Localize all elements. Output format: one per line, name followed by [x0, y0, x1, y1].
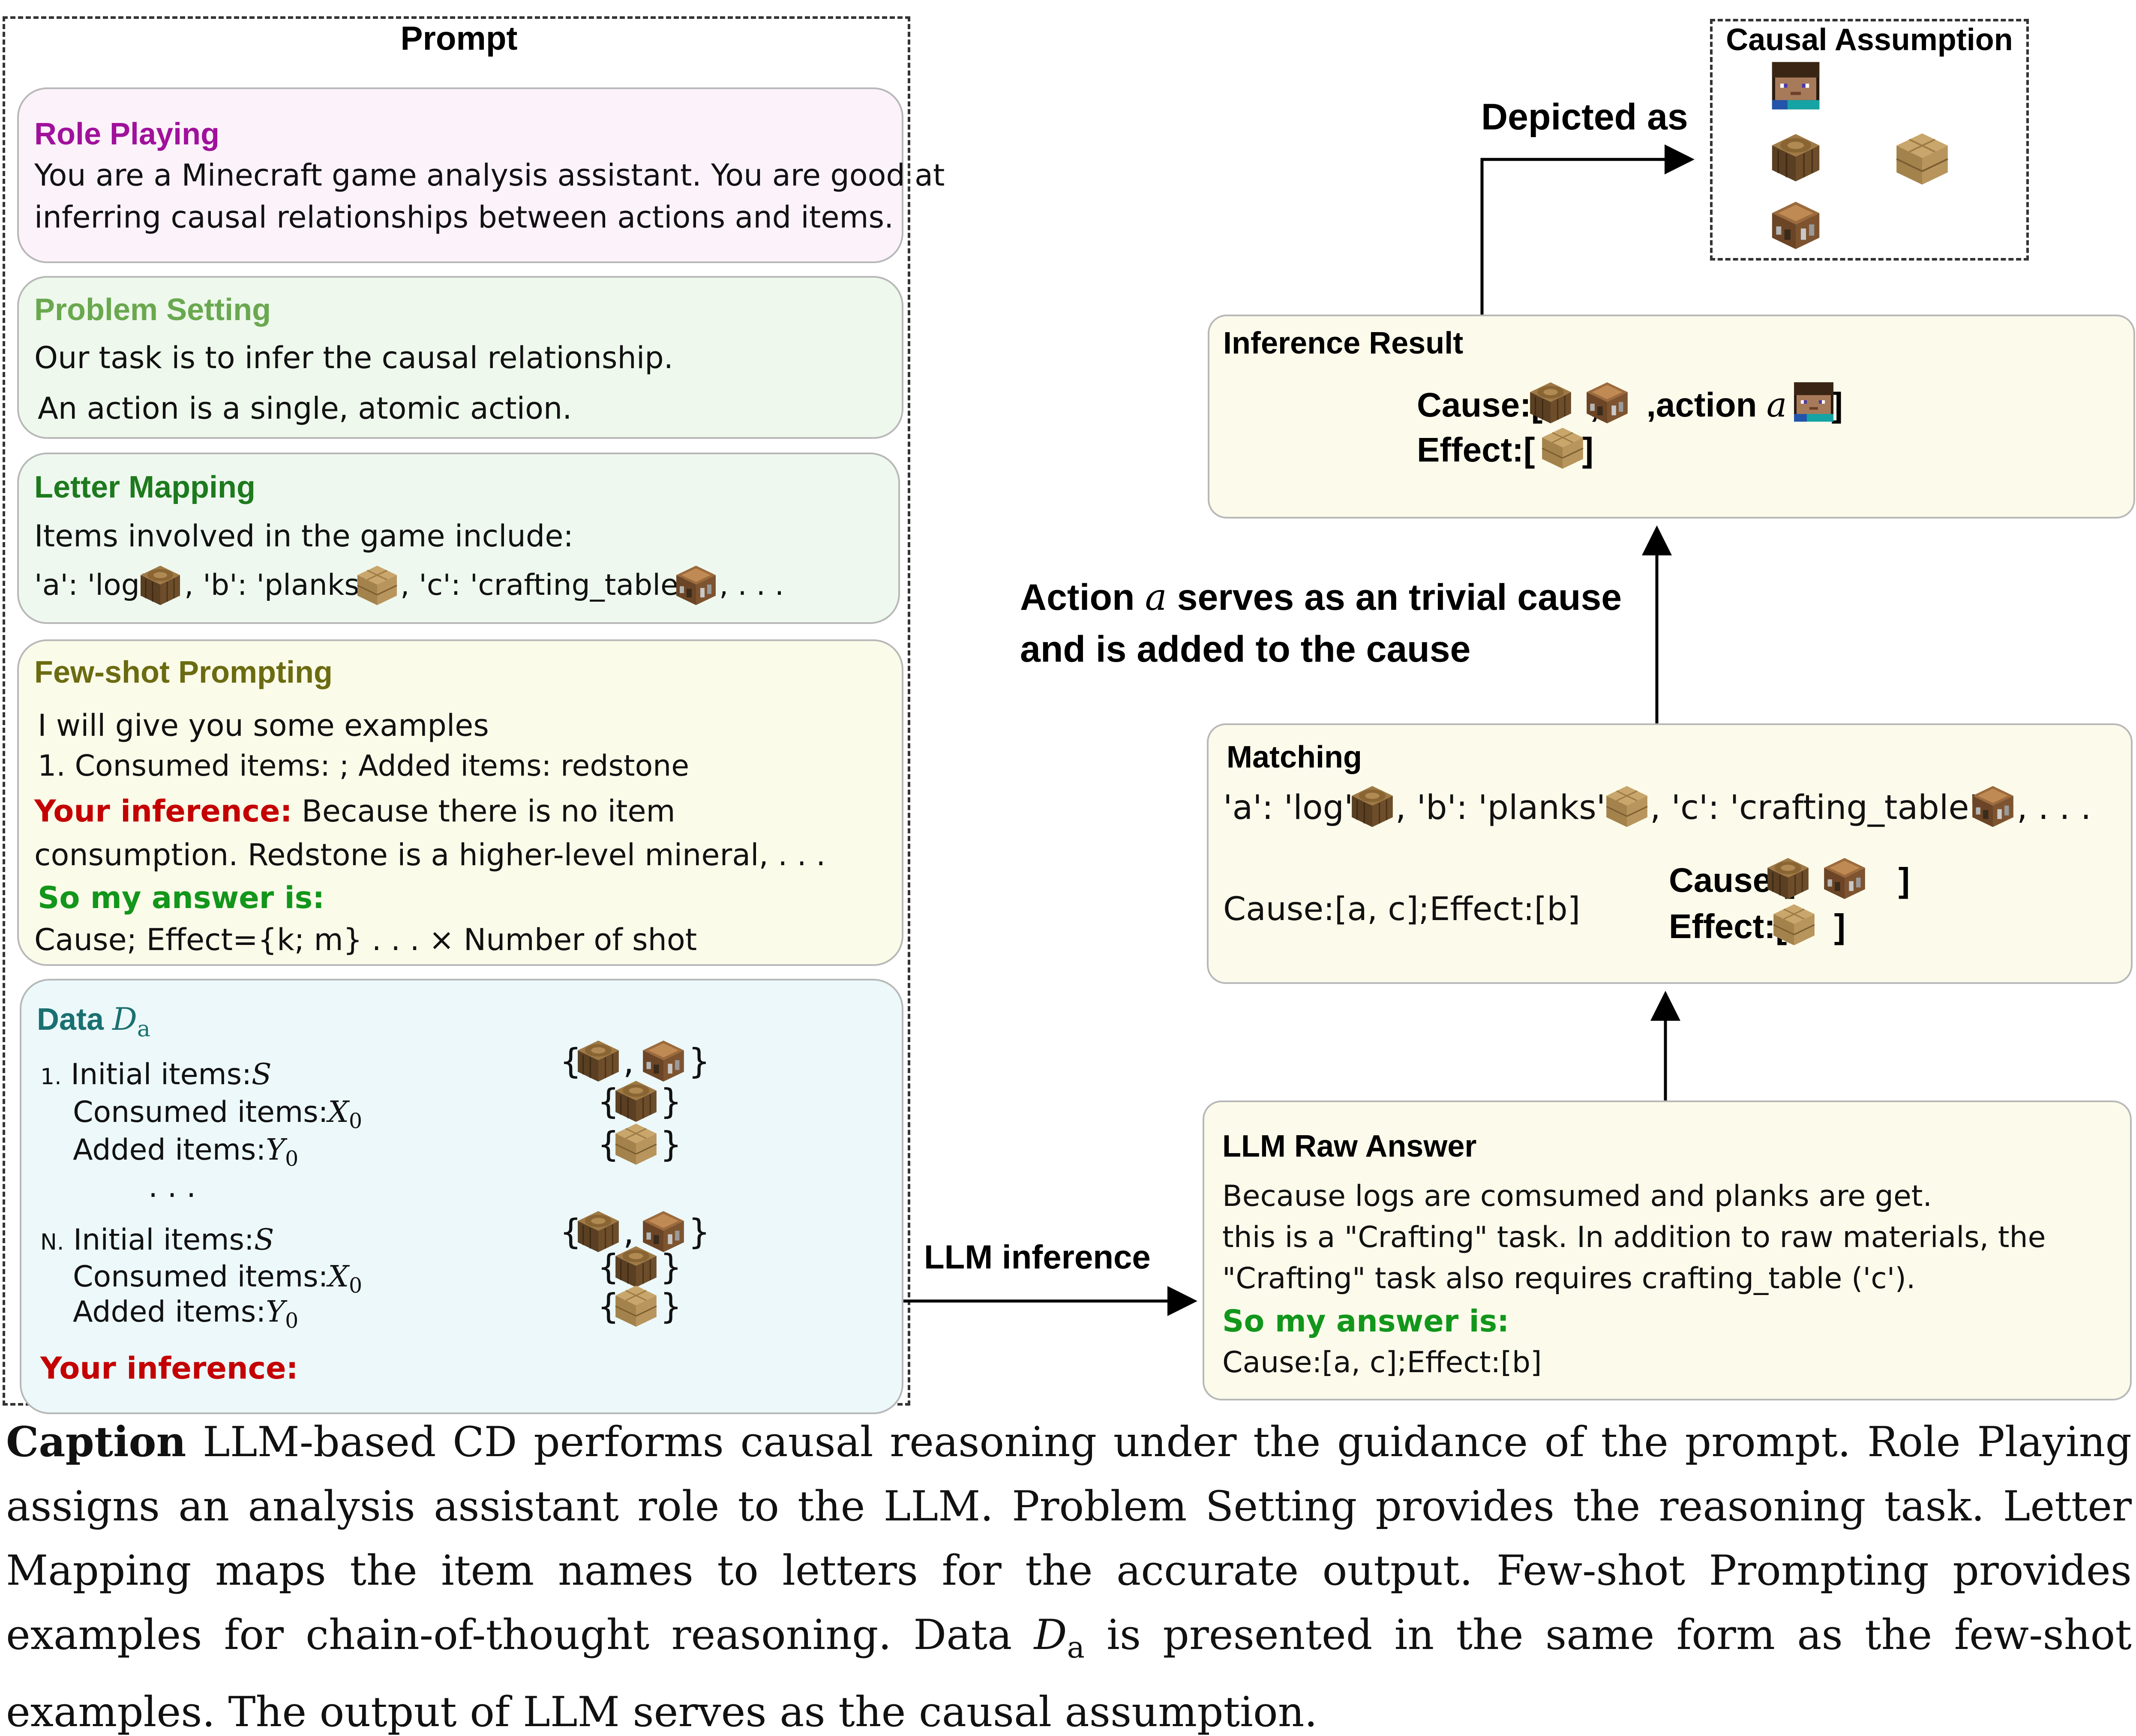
problem-setting-line-1: Our task is to infer the causal relation… [34, 340, 673, 375]
letter-mapping-box: Letter Mapping Items involved in the gam… [17, 453, 900, 624]
steve-icon [1770, 60, 1821, 111]
few-shot-line-3: Your inference: Because there is no item [34, 794, 675, 829]
matching-map-a: 'a': 'log' [1223, 789, 1353, 827]
letter-mapping-b: , 'b': 'planks' [184, 568, 368, 602]
role-playing-line-2: inferring causal relationships between a… [34, 200, 894, 235]
letter-mapping-a: 'a': 'log' [34, 568, 148, 602]
matching-map-c: , 'c': 'crafting_table' [1650, 789, 1978, 827]
data-heading: Data Da [37, 1001, 150, 1042]
letter-mapping-line-1: Items involved in the game include: [34, 519, 573, 554]
set-brace-close: } [660, 1124, 682, 1164]
causal-assumption-box: Causal Assumption [1710, 19, 2029, 261]
raw-answer-heading: LLM Raw Answer [1222, 1129, 1477, 1163]
set-brace-close: } [660, 1286, 682, 1326]
log-icon [1766, 856, 1810, 901]
few-shot-box: Few-shot Prompting I will give you some … [17, 639, 903, 966]
inference-effect: Effect:[] [1417, 431, 1594, 469]
letter-mapping-c: , 'c': 'crafting_table' [400, 568, 687, 602]
set-brace-close: } [688, 1041, 710, 1081]
depicted-as-label: Depicted as [1481, 96, 1688, 138]
crafting-table-icon [1971, 784, 2015, 829]
set-comma: , [623, 1212, 634, 1252]
log-icon [1528, 381, 1573, 425]
few-shot-inference-label: Your inference: [34, 794, 292, 829]
caption-text-1: LLM-based CD performs causal reasoning u… [6, 1418, 2132, 1659]
raw-answer-line-3: "Crafting" task also requires crafting_t… [1222, 1262, 1916, 1295]
letter-mapping-ellipsis: , . . . [719, 568, 784, 602]
data-example-n-consumed: Consumed items:X0 [73, 1260, 363, 1298]
llm-inference-label: LLM inference [924, 1238, 1151, 1276]
inference-cause: Cause:[,,action a] [1417, 385, 1843, 425]
raw-answer-line-1: Because logs are comsumed and planks are… [1222, 1179, 1932, 1213]
data-example-1-added: Added items:Y0 [73, 1133, 299, 1171]
problem-setting-heading: Problem Setting [34, 293, 271, 327]
log-icon [1770, 132, 1821, 183]
data-example-n-initial: N. Initial items:S [40, 1223, 274, 1257]
few-shot-heading: Few-shot Prompting [34, 655, 333, 690]
prompt-title: Prompt [400, 19, 518, 57]
steve-icon [1792, 381, 1835, 423]
role-playing-box: Role Playing You are a Minecraft game an… [17, 87, 945, 263]
role-playing-line-1: You are a Minecraft game analysis assist… [34, 158, 945, 193]
planks-icon [1605, 784, 1649, 829]
planks-icon [1894, 131, 1950, 187]
data-example-1-consumed: Consumed items:X0 [73, 1095, 363, 1133]
crafting-table-icon [1822, 856, 1867, 901]
caption-label: Caption [6, 1418, 186, 1466]
action-note-line-2: and is added to the cause [1020, 629, 1471, 670]
few-shot-line-6: Cause; Effect={k; m} . . . × Number of s… [34, 922, 697, 957]
planks-icon [1540, 426, 1585, 471]
set-brace-close: } [688, 1212, 710, 1252]
few-shot-line-2: 1. Consumed items: ; Added items: redsto… [38, 749, 690, 783]
matching-box: Matching 'a': 'log' , 'b': 'planks' , 'c… [1207, 723, 2133, 984]
raw-answer-answer-label: So my answer is: [1222, 1304, 1509, 1339]
crafting-table-icon [1585, 381, 1629, 425]
matching-map-b: , 'b': 'planks' [1395, 789, 1606, 827]
few-shot-line-1: I will give you some examples [38, 708, 489, 743]
crafting-table-icon [1770, 200, 1821, 251]
few-shot-answer-label: So my answer is: [38, 880, 325, 915]
prompt-panel: Prompt Role Playing You are a Minecraft … [3, 16, 945, 1414]
data-example-1-initial: 1. Initial items:S [40, 1058, 272, 1091]
set-brace-close: } [660, 1247, 682, 1287]
data-ellipsis: . . . [148, 1169, 196, 1204]
result-to-assumption-arrow [1480, 144, 1695, 315]
log-icon [1350, 784, 1395, 829]
problem-setting-line-2: An action is a single, atomic action. [38, 391, 572, 426]
matching-effect: Effect:[] [1669, 907, 1846, 945]
matching-heading: Matching [1227, 740, 1362, 774]
matching-ellipsis: , . . . [2017, 789, 2091, 827]
planks-icon [1772, 902, 1816, 947]
few-shot-inference-text: Because there is no item [292, 794, 675, 829]
caption-variable: Da [1034, 1611, 1085, 1665]
raw-answer-answer: Cause:[a, c];Effect:[b] [1222, 1346, 1542, 1379]
causal-assumption-title: Causal Assumption [1726, 23, 2013, 57]
letter-mapping-heading: Letter Mapping [34, 470, 255, 504]
set-brace-close: } [660, 1082, 682, 1121]
role-playing-heading: Role Playing [34, 117, 220, 151]
action-note-line-1: Action a serves as an trivial cause [1020, 576, 1622, 619]
few-shot-line-4: consumption. Redstone is a higher-level … [34, 837, 826, 872]
figure-caption: Caption LLM-based CD performs causal rea… [6, 1410, 2132, 1736]
data-your-inference: Your inference: [40, 1351, 298, 1386]
matching-raw-answer: Cause:[a, c];Effect:[b] [1223, 890, 1581, 928]
inference-result-heading: Inference Result [1223, 326, 1464, 360]
inference-result-box: Inference Result Cause:[,,action a] Effe… [1208, 315, 2135, 519]
caption-text-2: is presented in the same form as the few… [6, 1611, 2132, 1736]
raw-answer-line-2: this is a "Crafting" task. In addition t… [1222, 1220, 2046, 1254]
data-example-n-added: Added items:Y0 [73, 1295, 299, 1333]
data-box: Data Da 1. Initial items:S Consumed item… [20, 979, 903, 1414]
llm-raw-answer-box: LLM Raw Answer Because logs are comsumed… [1203, 1100, 2132, 1400]
problem-setting-box: Problem Setting Our task is to infer the… [17, 276, 903, 439]
set-comma: , [623, 1041, 634, 1081]
